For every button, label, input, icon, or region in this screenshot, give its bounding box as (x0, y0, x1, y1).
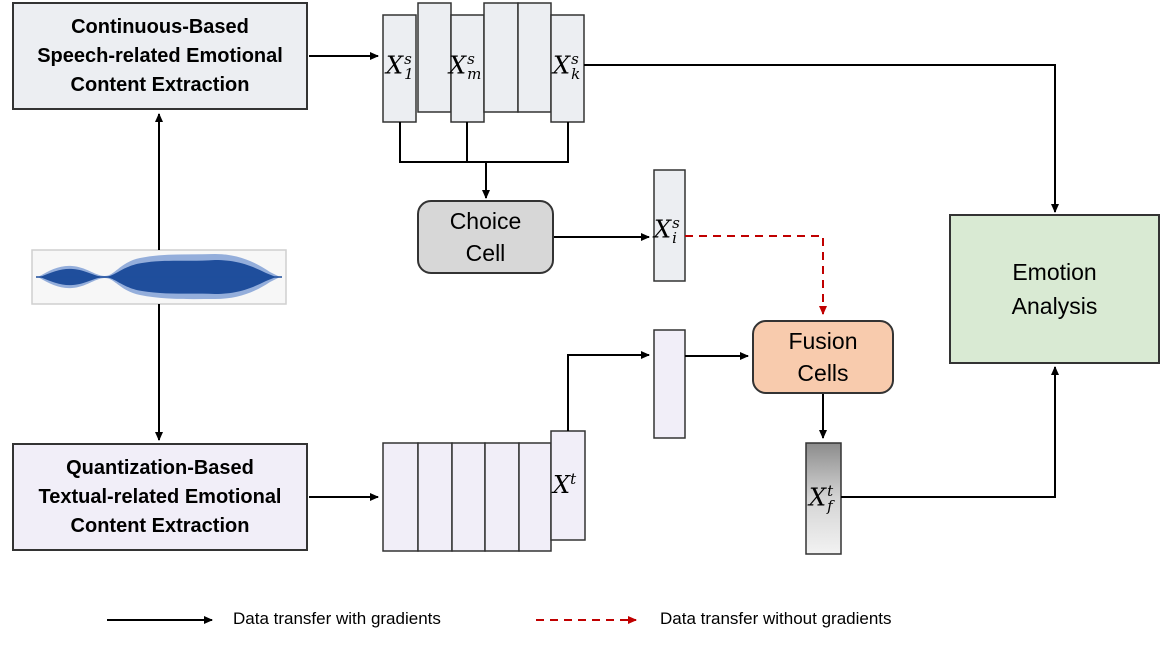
fusion-cells-line-2: Cells (797, 360, 849, 386)
emotion-analysis-box: Emotion Analysis (949, 214, 1160, 364)
feature-slice (382, 14, 417, 123)
text-feature-stack (382, 430, 586, 552)
text-vector-box (653, 329, 686, 439)
xis-column (653, 169, 686, 282)
feature-slice (550, 14, 585, 123)
merge-lines (399, 122, 569, 199)
flow-arrows (155, 52, 1059, 501)
feature-slice (382, 442, 419, 552)
feature-slice (550, 430, 586, 541)
choice-cell-line-1: Choice (449, 208, 522, 234)
feature-slice (417, 442, 453, 552)
speech-extraction-box: Continuous-Based Speech-related Emotiona… (12, 2, 308, 110)
feature-slice (451, 442, 486, 552)
text-extraction-line-3: Content Extraction (70, 514, 250, 537)
text-extraction-box: Quantization-Based Textual-related Emoti… (12, 443, 308, 551)
waveform-image (31, 249, 287, 305)
speech-extraction-line-2: Speech-related Emotional (37, 44, 283, 67)
speech-extraction-line-3: Content Extraction (70, 73, 250, 96)
legend-solid-label: Data transfer with gradients (233, 609, 441, 628)
feature-slice (417, 2, 452, 113)
xt-label: Xt (553, 470, 577, 499)
no-gradient-arrow (685, 235, 827, 315)
xft-column (805, 442, 842, 555)
choice-cell-line-2: Cell (465, 240, 506, 266)
feature-slice (484, 442, 520, 552)
legend-dashed-label: Data transfer without gradients (660, 609, 892, 628)
text-extraction-line-1: Quantization-Based (66, 456, 254, 479)
choice-cell-box: Choice Cell (417, 200, 554, 274)
feature-slice (483, 2, 519, 113)
emotion-analysis-line-1: Emotion (1012, 259, 1097, 285)
fusion-cells-box: Fusion Cells (752, 320, 894, 394)
feature-slice (517, 2, 552, 113)
feature-slice (518, 442, 552, 552)
text-extraction-line-2: Textual-related Emotional (38, 485, 282, 508)
speech-feature-stack (382, 2, 585, 123)
fusion-cells-line-1: Fusion (788, 328, 858, 354)
emotion-analysis-line-2: Analysis (1011, 293, 1098, 319)
speech-extraction-line-1: Continuous-Based (71, 15, 249, 38)
